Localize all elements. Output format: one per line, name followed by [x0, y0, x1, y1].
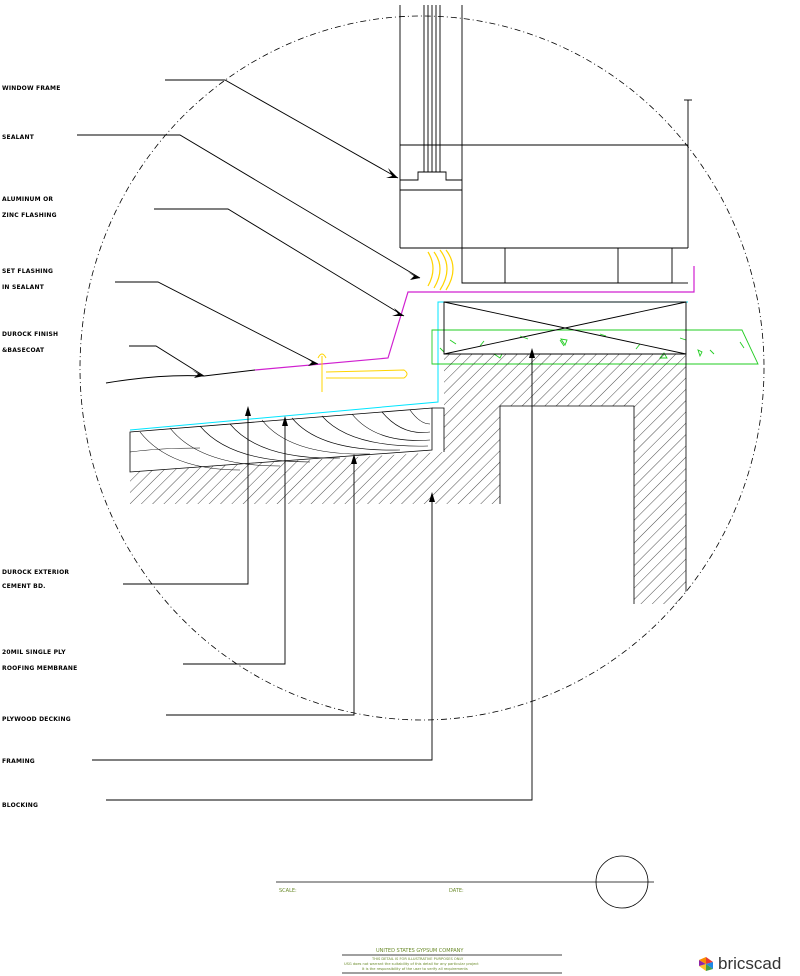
label-durock-board: DUROCK EXTERIOR [2, 569, 70, 576]
date-label: DATE: [449, 888, 464, 894]
bricscad-logo: bricscad [698, 954, 781, 974]
blocking-graphic [443, 301, 687, 355]
label-membrane-2: ROOFING MEMBRANE [2, 665, 78, 672]
label-durock-finish: DUROCK FINISH [2, 331, 59, 338]
leader-arrows [192, 168, 535, 502]
title-block [276, 855, 654, 974]
framing-hatch [130, 353, 687, 604]
cement-board-wedge [129, 407, 445, 473]
company-name: UNITED STATES GYPSUM COMPANY [376, 948, 464, 954]
label-sealant: SEALANT [2, 134, 35, 141]
label-durock-board-2: CEMENT BD. [2, 583, 46, 590]
set-flashing-nail [317, 353, 408, 392]
bricscad-logo-icon [699, 957, 713, 971]
window-frame-graphic [399, 5, 692, 284]
label-durock-finish-2: &BASECOAT [2, 347, 45, 354]
sealant-arcs [427, 249, 454, 291]
label-framing: FRAMING [2, 758, 35, 765]
flashing-line [254, 266, 695, 371]
label-flashing: ALUMINUM OR [2, 196, 54, 203]
leader-lines [77, 79, 533, 801]
label-set-flashing: SET FLASHING [2, 268, 54, 275]
label-membrane: 20MIL SINGLE PLY [2, 649, 66, 656]
label-flashing-2: ZINC FLASHING [2, 212, 57, 219]
note-line-2: USG does not warrant the suitability of … [344, 962, 479, 966]
label-plywood: PLYWOOD DECKING [2, 716, 71, 723]
label-blocking: BLOCKING [2, 802, 39, 809]
wood-grain [129, 409, 431, 471]
detail-circle [79, 15, 765, 721]
label-set-flashing-2: IN SEALANT [2, 284, 44, 291]
label-window-frame: WINDOW FRAME [2, 85, 61, 92]
note-line-3: It is the responsibility of the user to … [362, 967, 468, 971]
note-line-1: THIS DETAIL IS FOR ILLUSTRATIVE PURPOSES… [372, 957, 464, 961]
bricscad-logo-text: bricscad [718, 954, 782, 973]
scale-label: SCALE: [279, 888, 297, 894]
